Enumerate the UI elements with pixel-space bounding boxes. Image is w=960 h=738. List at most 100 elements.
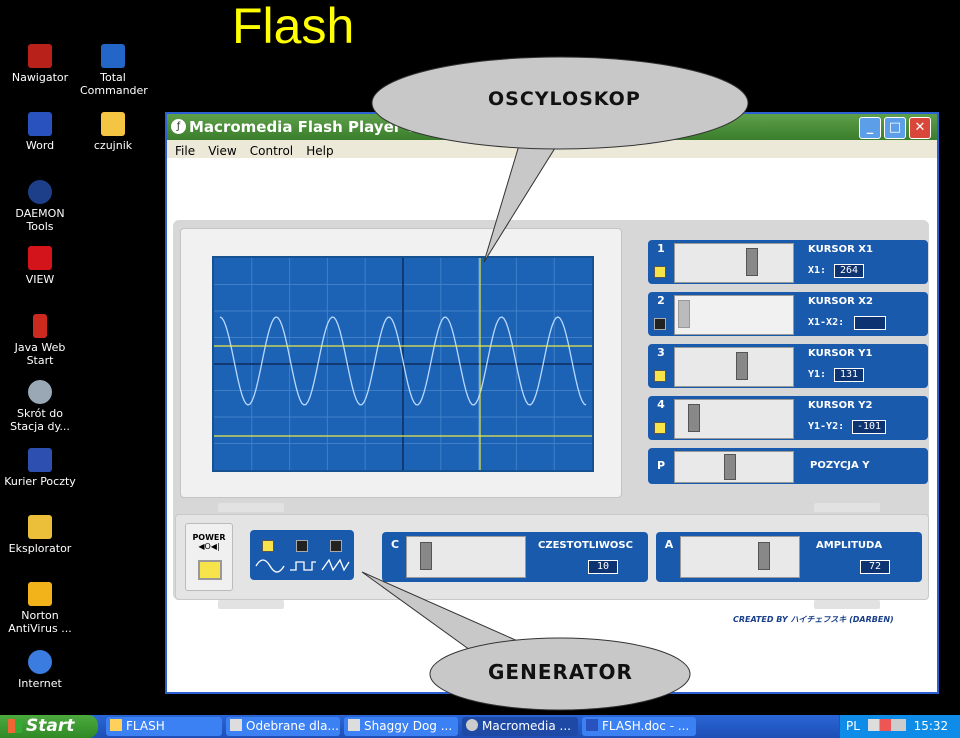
sawtooth-indicator[interactable] — [330, 540, 342, 552]
window-titlebar[interactable]: ƒ Macromedia Flash Player 6 _ □ ✕ — [167, 114, 937, 140]
square-wave-icon — [290, 561, 316, 571]
desktop-icon-view[interactable]: VIEW — [0, 246, 80, 286]
folder-icon — [101, 112, 125, 136]
desktop-icon-label: Internet — [18, 677, 62, 690]
windows-logo-icon — [8, 719, 22, 733]
task-shaggy-dog[interactable]: Shaggy Dog ... — [344, 717, 458, 736]
explorer-icon — [28, 515, 52, 539]
square-indicator[interactable] — [296, 540, 308, 552]
word-icon — [586, 719, 598, 731]
desktop-icon-norton[interactable]: Norton AntiVirus ... — [0, 582, 80, 635]
desktop-icon-nawigator[interactable]: Nawigator — [0, 44, 80, 84]
kursor-y1-slider[interactable] — [674, 347, 794, 387]
desktop-icon-disk-shortcut[interactable]: Skrót do Stacja dy... — [0, 380, 80, 433]
desktop-icon-czujnik[interactable]: czujnik — [73, 112, 153, 152]
slider-handle[interactable] — [758, 542, 770, 570]
task-odebrane[interactable]: Odebrane dla... — [226, 717, 340, 736]
task-label: Macromedia ... — [482, 719, 571, 733]
system-tray: PL 15:32 — [839, 715, 960, 738]
desktop-icon-eksplorator[interactable]: Eksplorator — [0, 515, 80, 555]
oscilloscope-screen — [212, 256, 594, 472]
panel-name: POZYCJA Y — [810, 460, 870, 471]
task-flash[interactable]: FLASH — [106, 717, 222, 736]
menu-control[interactable]: Control — [249, 144, 294, 158]
frequency-slider[interactable] — [406, 536, 526, 578]
indicator-light[interactable] — [654, 266, 666, 278]
desktop-icon-label: Eksplorator — [8, 542, 72, 555]
slider-handle[interactable] — [420, 542, 432, 570]
desktop-icon-label: Word — [25, 139, 55, 152]
task-flash-doc[interactable]: FLASH.doc - ... — [582, 717, 696, 736]
disk-shortcut-icon — [28, 380, 52, 404]
internet-explorer-icon — [28, 650, 52, 674]
panel-tag: 3 — [657, 346, 665, 359]
generator-value: 10 — [588, 560, 618, 574]
power-box: POWER ◀O◀| — [185, 523, 233, 591]
desktop-icon-total-commander[interactable]: Total Commander — [73, 44, 153, 97]
desktop-icon-daemon-tools[interactable]: DAEMON Tools — [0, 180, 80, 233]
task-label: Shaggy Dog ... — [364, 719, 453, 733]
panel-kursor-x1: 1 KURSOR X1 X1: 264 — [648, 240, 928, 284]
generator-callout-text: GENERATOR — [488, 660, 633, 684]
slider-handle[interactable] — [678, 300, 690, 328]
daemon-tools-icon — [28, 180, 52, 204]
panel-tag: 2 — [657, 294, 665, 307]
sine-indicator[interactable] — [262, 540, 274, 552]
mail-icon — [230, 719, 242, 731]
java-icon — [33, 314, 47, 338]
task-label: FLASH — [126, 719, 165, 733]
minimize-button[interactable]: _ — [859, 117, 881, 139]
slider-handle[interactable] — [724, 454, 736, 480]
menu-help[interactable]: Help — [306, 144, 334, 158]
menu-file[interactable]: File — [175, 144, 196, 158]
folder-icon — [110, 719, 122, 731]
maximize-button[interactable]: □ — [884, 117, 906, 139]
signal-trace — [219, 316, 587, 406]
flash-icon — [466, 719, 478, 731]
oscyloskop-callout-text: OSCYLOSKOP — [488, 88, 641, 110]
desktop-icon-internet[interactable]: Internet — [0, 650, 80, 690]
taskbar: Start FLASH Odebrane dla... Shaggy Dog .… — [0, 715, 960, 738]
slide-title: Flash — [232, 0, 355, 54]
generator-tag: C — [390, 538, 400, 551]
slider-handle[interactable] — [746, 248, 758, 276]
panel-value-label: X1: — [808, 265, 827, 276]
indicator-light[interactable] — [654, 318, 666, 330]
kursor-x2-slider[interactable] — [674, 295, 794, 335]
panel-pozycja-y: P POZYCJA Y — [648, 448, 928, 484]
generator-frequency: C CZESTOTLIWOSC 10 — [382, 532, 648, 582]
desktop-icon-kurier-poczty[interactable]: Kurier Poczty — [0, 448, 80, 488]
panel-value: 131 — [834, 368, 864, 382]
desktop-icon-label: Java Web Start — [14, 341, 66, 367]
waveform-selector — [250, 530, 354, 580]
foot-left — [218, 503, 284, 512]
language-indicator[interactable]: PL — [846, 719, 860, 733]
generator-value: 72 — [860, 560, 890, 574]
slider-handle[interactable] — [736, 352, 748, 380]
kursor-x1-slider[interactable] — [674, 243, 794, 283]
panel-value — [854, 316, 886, 330]
sawtooth-wave-icon — [321, 558, 350, 572]
slider-handle[interactable] — [688, 404, 700, 432]
menu-view[interactable]: View — [208, 144, 237, 158]
panel-kursor-y2: 4 KURSOR Y2 Y1-Y2: -101 — [648, 396, 928, 440]
indicator-light[interactable] — [654, 370, 666, 382]
start-label: Start — [26, 716, 75, 736]
desktop-icon-java-web-start[interactable]: Java Web Start — [0, 314, 80, 367]
task-macromedia[interactable]: Macromedia ... — [462, 717, 578, 736]
close-button[interactable]: ✕ — [909, 117, 931, 139]
power-button[interactable] — [198, 560, 222, 580]
amplitude-slider[interactable] — [680, 536, 800, 578]
power-label: POWER — [192, 533, 226, 542]
sine-wave-icon — [255, 559, 285, 573]
document-icon — [348, 719, 360, 731]
desktop-icon-label: DAEMON Tools — [15, 207, 65, 233]
view-icon — [28, 246, 52, 270]
window-title: Macromedia Flash Player 6 — [189, 118, 417, 136]
generator-tag: A — [664, 538, 674, 551]
start-button[interactable]: Start — [0, 715, 98, 738]
indicator-light[interactable] — [654, 422, 666, 434]
power-symbols: ◀O◀| — [198, 542, 220, 551]
desktop-icon-word[interactable]: Word — [0, 112, 80, 152]
panel-value: -101 — [852, 420, 886, 434]
